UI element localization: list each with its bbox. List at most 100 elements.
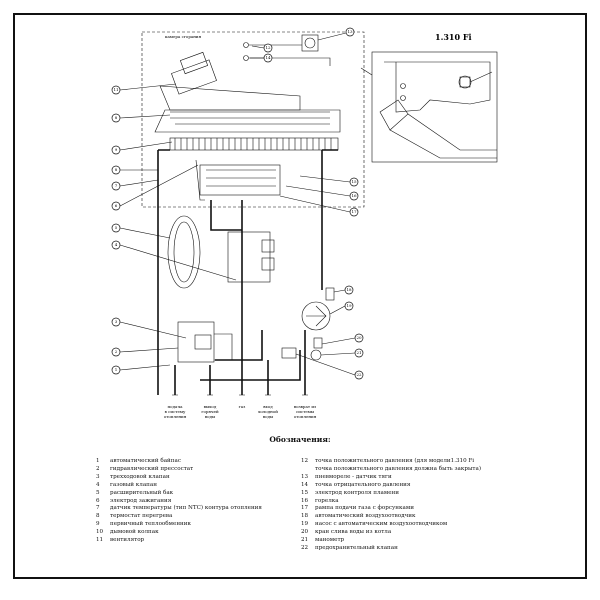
chamber-label: камера сгорания bbox=[165, 34, 202, 39]
svg-text:4: 4 bbox=[115, 242, 118, 247]
callout-11: 11 bbox=[111, 85, 121, 95]
label-cold-water-3: воды bbox=[263, 414, 274, 419]
fan-assembly bbox=[154, 51, 341, 133]
svg-text:22: 22 bbox=[356, 372, 362, 377]
label-cold-water-1: вход bbox=[263, 404, 273, 409]
callout-5: 5 bbox=[111, 223, 121, 233]
svg-text:14: 14 bbox=[265, 55, 271, 60]
callout-13: 13 bbox=[345, 27, 355, 37]
svg-text:20: 20 bbox=[356, 335, 362, 340]
leader-lines bbox=[119, 32, 356, 376]
svg-text:8: 8 bbox=[115, 167, 118, 172]
boiler-diagram: камера сгорания 1.310 Fi bbox=[111, 27, 498, 419]
svg-text:9: 9 bbox=[115, 147, 118, 152]
label-heating-return-3: отопления bbox=[294, 414, 317, 419]
svg-text:6: 6 bbox=[115, 203, 118, 208]
inset-title: 1.310 Fi bbox=[435, 32, 472, 42]
burner bbox=[195, 159, 281, 201]
svg-text:12: 12 bbox=[265, 45, 271, 50]
callout-17: 17 bbox=[349, 207, 359, 217]
bottom-labels: подача в систему отопления выход горячей… bbox=[164, 404, 317, 419]
svg-text:19: 19 bbox=[346, 303, 352, 308]
callout-2: 2 bbox=[111, 347, 121, 357]
label-cold-water-2: холодной bbox=[258, 409, 278, 414]
label-heating-supply-1: подача bbox=[168, 404, 184, 409]
callout-8: 8 bbox=[111, 113, 121, 123]
svg-text:5: 5 bbox=[115, 225, 118, 230]
expansion-tank bbox=[167, 215, 201, 289]
callout-6a: 8 bbox=[111, 165, 121, 175]
pressostat bbox=[243, 34, 331, 66]
callout-3: 3 bbox=[111, 317, 121, 327]
callout-16: 16 bbox=[349, 191, 359, 201]
label-heating-supply-3: отопления bbox=[164, 414, 187, 419]
label-gas: газ bbox=[239, 404, 246, 409]
svg-text:2: 2 bbox=[115, 349, 118, 354]
callout-1: 1 bbox=[111, 365, 121, 375]
svg-text:8: 8 bbox=[115, 115, 118, 120]
callout-14: 14 bbox=[263, 53, 273, 63]
legend-item-continuation: точка положительного давления должна быт… bbox=[315, 465, 482, 472]
callout-9: 9 bbox=[111, 145, 121, 155]
svg-text:18: 18 bbox=[346, 287, 352, 292]
callout-19: 19 bbox=[344, 301, 354, 311]
inset-box bbox=[371, 51, 498, 163]
svg-text:15: 15 bbox=[351, 179, 357, 184]
label-hot-water-1: выход bbox=[204, 404, 217, 409]
diverter-valve bbox=[177, 321, 233, 363]
pump bbox=[301, 287, 335, 331]
inset-detail bbox=[379, 61, 497, 159]
safety-devices bbox=[281, 337, 323, 361]
pipework bbox=[157, 149, 338, 395]
callout-20: 20 bbox=[354, 333, 364, 343]
label-hot-water-3: воды bbox=[205, 414, 216, 419]
callout-6: 6 bbox=[111, 201, 121, 211]
label-heating-supply-2: в систему bbox=[165, 409, 186, 414]
gas-valve bbox=[227, 231, 275, 283]
primary-heat-exchanger bbox=[169, 137, 339, 151]
callout-15: 15 bbox=[349, 177, 359, 187]
callout-22: 22 bbox=[354, 370, 364, 380]
callout-18: 18 bbox=[344, 285, 354, 295]
inset-connector bbox=[360, 67, 373, 76]
svg-text:3: 3 bbox=[115, 319, 118, 324]
callout-4: 4 bbox=[111, 240, 121, 250]
svg-text:1: 1 bbox=[115, 367, 118, 372]
legend-title: Обозначения: bbox=[269, 435, 331, 444]
combustion-chamber-outline bbox=[141, 31, 365, 208]
svg-text:17: 17 bbox=[351, 209, 357, 214]
svg-text:21: 21 bbox=[356, 350, 361, 355]
page-frame bbox=[13, 13, 587, 579]
label-hot-water-2: горячей bbox=[201, 409, 219, 414]
callout-7: 7 bbox=[111, 181, 121, 191]
svg-text:7: 7 bbox=[115, 183, 118, 188]
svg-text:13: 13 bbox=[347, 29, 353, 34]
svg-text:16: 16 bbox=[351, 193, 357, 198]
callout-21: 21 bbox=[354, 348, 364, 358]
label-heating-return-2: системы bbox=[296, 409, 315, 414]
callout-12: 12 bbox=[263, 43, 273, 53]
